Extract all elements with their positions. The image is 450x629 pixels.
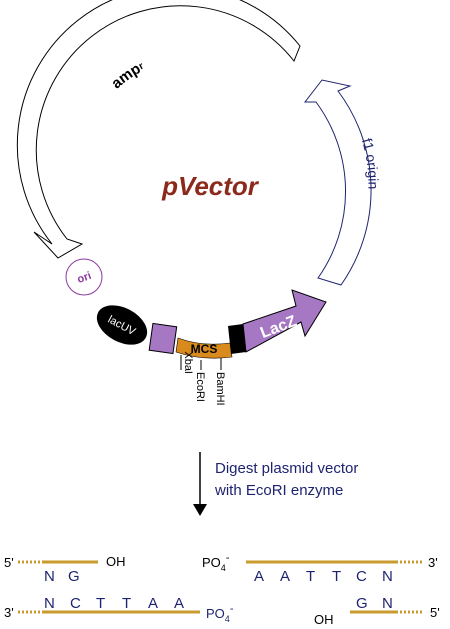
right-top-base-4: T: [332, 568, 341, 585]
site-ecori: EcoRI: [194, 372, 206, 402]
left-top-5prime: 5': [4, 555, 14, 570]
left-bottom-base-3: T: [96, 595, 105, 612]
right-top-po4: PO4-: [202, 552, 230, 573]
left-bottom-base-1: N: [44, 595, 55, 612]
right-top-base-1: A: [254, 568, 264, 585]
right-top-3prime: 3': [428, 555, 438, 570]
amp-label: ampr: [108, 60, 146, 92]
right-bottom-5prime: 5': [430, 605, 440, 620]
right-top-base-5: C: [356, 568, 367, 585]
left-top-oh: OH: [106, 554, 126, 569]
plasmid-name: pVector: [161, 171, 260, 201]
right-bottom-base-2: N: [382, 595, 393, 612]
right-bottom-base-1: G: [356, 595, 368, 612]
left-bottom-po4: PO4-: [206, 603, 234, 624]
lacz-arrow: [242, 289, 327, 353]
mcs-region: [175, 337, 233, 359]
left-top-base-2: G: [68, 568, 80, 585]
f1-origin-arrow: [303, 79, 372, 286]
left-bottom-base-5: A: [148, 595, 158, 612]
left-bottom-base-4: T: [122, 595, 131, 612]
lacz-start-bar: [228, 324, 246, 354]
step-line-1: Digest plasmid vector: [215, 460, 358, 477]
right-top-base-3: T: [306, 568, 315, 585]
right-top-base-2: A: [280, 568, 290, 585]
lacuv-promoter: [96, 305, 148, 345]
operator-box: [148, 322, 178, 355]
left-bottom-base-2: C: [70, 595, 81, 612]
right-fragment: PO4- A A T T C N 3' OH G N 5': [202, 552, 440, 627]
left-top-base-1: N: [44, 568, 55, 585]
right-top-base-6: N: [382, 568, 393, 585]
mcs-label: MCS: [191, 342, 218, 356]
digest-arrow-head: [193, 504, 207, 516]
amp-arrow: [16, 0, 301, 259]
left-bottom-base-6: A: [174, 595, 184, 612]
ori-label: ori: [76, 270, 93, 286]
left-fragment: 5' N G OH 3' N C T T A A PO4-: [4, 554, 234, 624]
site-xbai: XbaI: [182, 351, 194, 374]
step-line-2: with EcoRI enzyme: [214, 482, 343, 499]
site-bamhi: BamHI: [214, 372, 226, 406]
ori-circle: [65, 258, 103, 296]
left-bottom-3prime: 3': [4, 605, 14, 620]
right-bottom-oh: OH: [314, 612, 334, 627]
